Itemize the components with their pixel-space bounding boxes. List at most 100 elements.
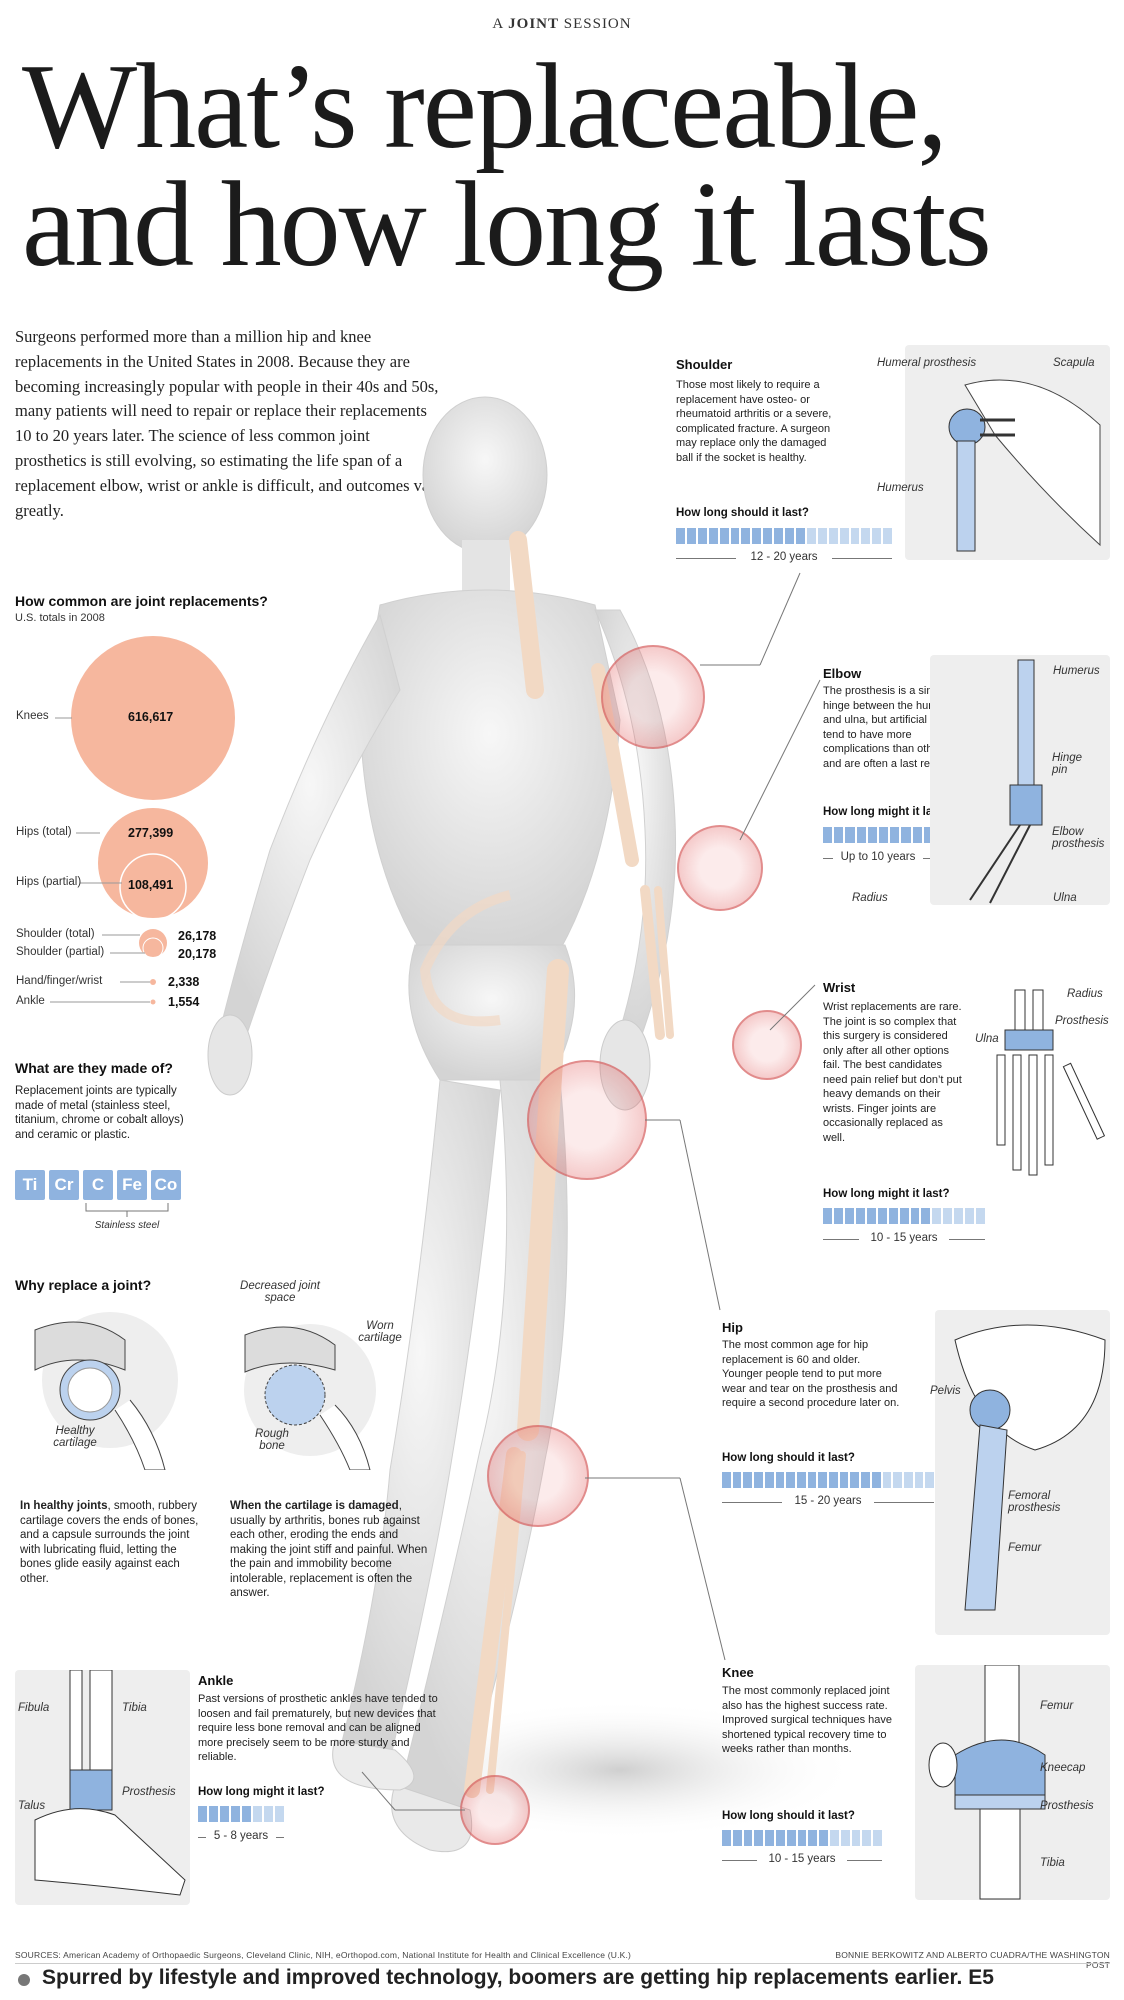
knee-title: Knee [722, 1665, 754, 1680]
knee-text: The most commonly replaced joint also ha… [722, 1685, 892, 1755]
damaged-joints-bold: When the cartilage is damaged [230, 1500, 399, 1512]
knee-label-femur: Femur [1040, 1700, 1074, 1712]
wrist-range: 10 - 15 years [859, 1232, 949, 1244]
label-shoulder-total: Shoulder (total) [16, 928, 95, 940]
hip-title: Hip [722, 1320, 743, 1335]
wrist-highlight [732, 1010, 802, 1080]
healthy-joints-text: In healthy joints, smooth, rubbery carti… [20, 1499, 210, 1586]
element-tiles: Ti Cr C Fe Co [15, 1170, 181, 1200]
value-ankle: 1,554 [168, 995, 200, 1009]
wrist-label-radius: Radius [1067, 988, 1103, 1000]
ankle-label-tibia: Tibia [122, 1702, 147, 1714]
knee-label-kneecap: Kneecap [1040, 1762, 1086, 1774]
teaser-link[interactable]: Spurred by lifestyle and improved techno… [42, 1966, 994, 1989]
healthy-joints-bold: In healthy joints [20, 1500, 108, 1512]
shoulder-label-humeral: Humeral prosthesis [877, 357, 977, 369]
human-body-illustration [207, 396, 860, 1853]
knee-question: How long should it last? [722, 1810, 855, 1822]
headline: What’s replaceable, and how long it last… [22, 39, 1102, 286]
elbow-question: How long might it last? [823, 806, 950, 818]
elbow-bar [823, 827, 934, 843]
hip-label-femoral: Femoral prosthesis [1008, 1490, 1061, 1514]
wrist-question: How long might it last? [823, 1188, 950, 1200]
kicker-bold: JOINT [508, 16, 559, 32]
materials-title: What are they made of? [15, 1060, 173, 1076]
ankle-label-talus: Talus [18, 1800, 46, 1812]
knee-label-tibia: Tibia [1040, 1857, 1065, 1869]
elbow-highlight [677, 825, 763, 911]
ankle-highlight [460, 1775, 530, 1845]
damaged-joint-diagram [244, 1324, 376, 1470]
sources: SOURCES: American Academy of Orthopaedic… [15, 1950, 632, 1960]
elbow-range: Up to 10 years [833, 851, 923, 863]
label-hand: Hand/finger/wrist [16, 975, 103, 987]
ankle-range: 5 - 8 years [206, 1830, 276, 1842]
ankle-question: How long might it last? [198, 1786, 325, 1798]
decreased-space-label: Decreased joint space [240, 1280, 320, 1304]
bullet-icon [18, 1974, 30, 1986]
kicker-suffix: SESSION [563, 16, 632, 32]
bubble-hips-total [98, 808, 208, 918]
bubble-chart [50, 636, 235, 1005]
value-shoulder-total: 26,178 [178, 929, 217, 943]
healthy-joint-diagram [34, 1312, 178, 1470]
why-title: Why replace a joint? [15, 1277, 152, 1293]
ankle-bar [198, 1806, 284, 1822]
stainless-label: Stainless steel [94, 1220, 160, 1231]
wrist-label-ulna: Ulna [975, 1033, 999, 1045]
value-hand: 2,338 [168, 975, 200, 989]
element-cr: Cr [49, 1170, 79, 1200]
footer-rule [15, 1963, 1110, 1964]
wrist-bar [823, 1208, 986, 1224]
damaged-joints-text: When the cartilage is damaged, usually b… [230, 1499, 430, 1601]
ankle-label-prosthesis: Prosthesis [122, 1786, 176, 1798]
ankle-text: Past versions of prosthetic ankles have … [198, 1693, 438, 1763]
bubble-hand [150, 979, 156, 985]
worn-cartilage-label: Worn cartilage [358, 1320, 402, 1344]
shoulder-diagram [905, 345, 1110, 560]
elbow-diagram [930, 655, 1110, 905]
value-shoulder-partial: 20,178 [178, 947, 217, 961]
shoulder-highlight [601, 645, 705, 749]
kicker-prefix: A [492, 16, 504, 32]
elbow-title: Elbow [823, 666, 862, 681]
shoulder-range: 12 - 20 years [736, 551, 832, 563]
label-ankle: Ankle [16, 995, 45, 1007]
value-knees: 616,617 [128, 710, 174, 724]
elbow-label-humerus: Humerus [1053, 665, 1100, 677]
common-title: How common are joint replacements? [15, 593, 268, 609]
label-shoulder-partial: Shoulder (partial) [16, 946, 105, 958]
elbow-label-hinge: Hinge pin [1052, 752, 1083, 776]
elbow-label-ulna: Ulna [1053, 892, 1077, 904]
elbow-label-radius: Radius [852, 892, 888, 904]
shoulder-question: How long should it last? [676, 507, 809, 519]
kicker: A JOINT SESSION [0, 16, 1124, 33]
elbow-label-prosthesis: Elbow prosthesis [1052, 826, 1105, 850]
bubble-shoulder-partial [142, 937, 164, 959]
stainless-bracket [85, 1203, 169, 1217]
wrist-text: Wrist replacements are rare. The joint i… [823, 1001, 962, 1144]
ankle-title: Ankle [198, 1673, 234, 1688]
shoulder-bar [676, 528, 893, 544]
shoulder-label-humerus: Humerus [877, 482, 924, 494]
headline-line-1: What’s replaceable, [22, 39, 948, 174]
intro-text: Surgeons performed more than a million h… [15, 327, 443, 520]
ankle-label-fibula: Fibula [18, 1702, 50, 1714]
ankle-diagram [15, 1669, 190, 1905]
bubble-shoulder-total [139, 929, 167, 957]
hip-bar [722, 1472, 935, 1488]
value-hips-partial: 108,491 [128, 878, 174, 892]
hip-label-pelvis: Pelvis [930, 1385, 961, 1397]
wrist-diagram [996, 989, 1106, 1176]
wrist-title: Wrist [823, 980, 856, 995]
hip-range: 15 - 20 years [782, 1495, 874, 1507]
element-co: Co [151, 1170, 181, 1200]
knee-diagram [915, 1664, 1110, 1900]
knee-range: 10 - 15 years [757, 1853, 847, 1865]
knee-bar [722, 1830, 882, 1846]
shoulder-text: Those most likely to require a replaceme… [676, 379, 832, 464]
element-fe: Fe [117, 1170, 147, 1200]
wrist-label-prosthesis: Prosthesis [1055, 1015, 1109, 1027]
rough-bone-label: Rough bone [255, 1428, 289, 1452]
shoulder-label-scapula: Scapula [1053, 357, 1095, 369]
